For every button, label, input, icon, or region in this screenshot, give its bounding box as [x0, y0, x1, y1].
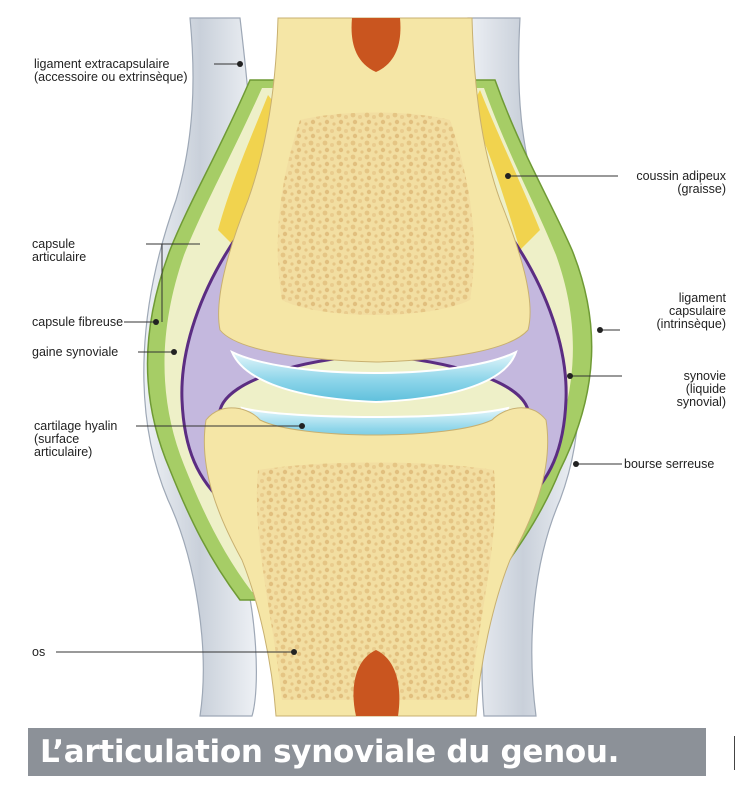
label-cartilage-hyalin: cartilage hyalin (surface articulaire) — [34, 420, 117, 459]
label-capsule-fibreuse: capsule fibreuse — [32, 316, 123, 329]
label-bourse-serreuse: bourse serreuse — [624, 458, 714, 471]
caption-title: L’articulation synoviale du genou. — [40, 729, 619, 775]
label-synovie: synovie (liquide synovial) — [620, 370, 726, 409]
label-coussin-adipeux: coussin adipeux (graisse) — [620, 170, 726, 196]
label-gaine-synoviale: gaine synoviale — [32, 346, 118, 359]
label-os: os — [32, 646, 45, 659]
edge-mark — [734, 736, 735, 770]
label-ligament-extracapsulaire: ligament extracapsulaire (accessoire ou … — [34, 58, 188, 84]
label-ligament-capsulaire: ligament capsulaire (intrinsèque) — [620, 292, 726, 331]
label-capsule-articulaire: capsule articulaire — [32, 238, 86, 264]
